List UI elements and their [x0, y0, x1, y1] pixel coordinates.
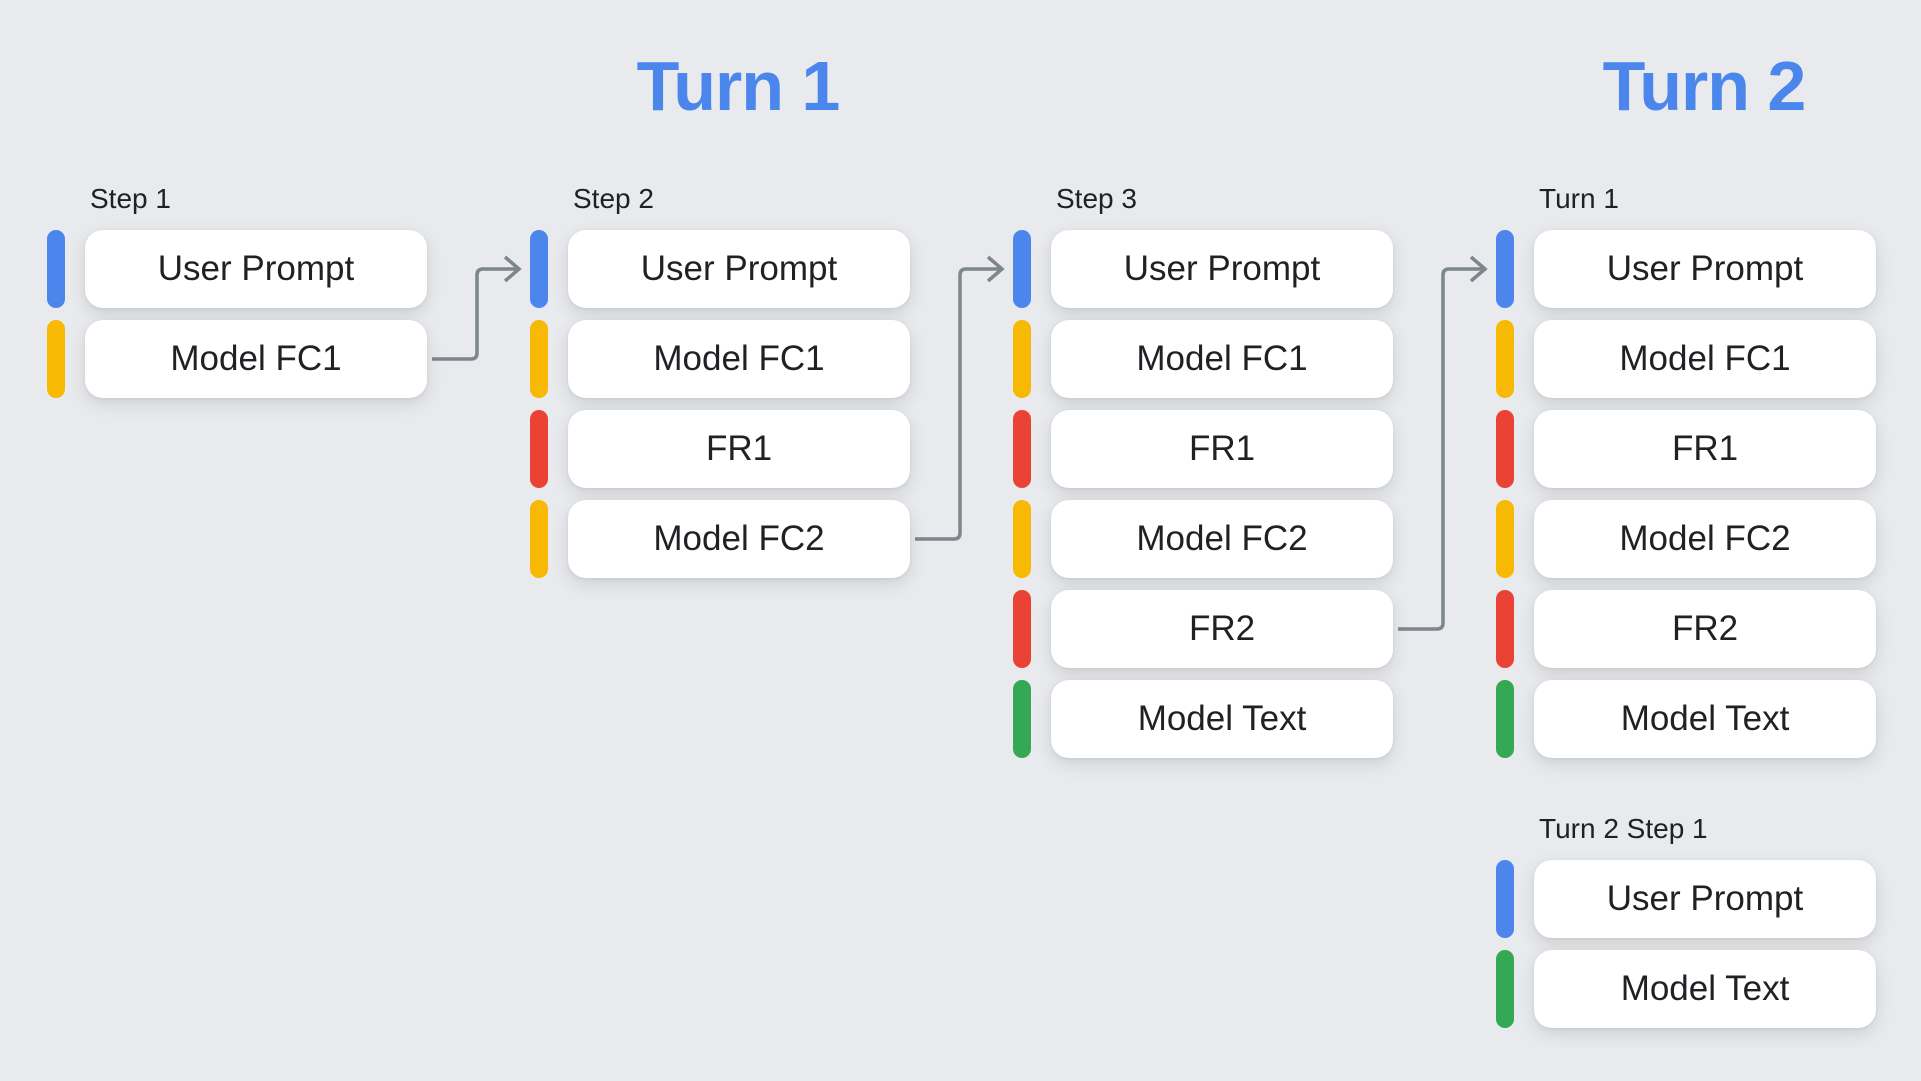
message-box-label: FR2 — [1671, 609, 1739, 648]
message-box: FR1 — [568, 410, 910, 488]
yellow-role-color-bar — [530, 500, 548, 578]
message-row: Model FC1 — [47, 320, 437, 398]
message-box: Model FC1 — [1534, 320, 1876, 398]
red-role-color-bar — [1496, 410, 1514, 488]
blue-role-color-bar — [530, 230, 548, 308]
message-box: Model Text — [1051, 680, 1393, 758]
message-row: User Prompt — [1013, 230, 1403, 308]
column-label: Step 2 — [573, 183, 654, 214]
yellow-role-color-bar — [47, 320, 65, 398]
flow-arrow — [915, 255, 1005, 541]
message-row: Model FC1 — [1496, 320, 1886, 398]
message-row: Model Text — [1013, 680, 1403, 758]
red-role-color-bar — [530, 410, 548, 488]
flow-arrow — [432, 255, 522, 361]
message-box: Model Text — [1534, 950, 1876, 1028]
column-label: Step 3 — [1056, 183, 1137, 214]
message-row: Model Text — [1496, 950, 1886, 1028]
message-box: User Prompt — [1051, 230, 1393, 308]
message-box-label: User Prompt — [1606, 249, 1804, 288]
column-label: Turn 1 — [1539, 183, 1619, 214]
message-row: User Prompt — [1496, 230, 1886, 308]
message-row: User Prompt — [1496, 860, 1886, 938]
message-box-label: Model Text — [1620, 969, 1790, 1008]
red-role-color-bar — [1013, 410, 1031, 488]
message-box-label: Model FC2 — [653, 519, 825, 558]
blue-role-color-bar — [47, 230, 65, 308]
message-row: Model FC2 — [530, 500, 920, 578]
yellow-role-color-bar — [1013, 500, 1031, 578]
message-row: Model Text — [1496, 680, 1886, 758]
message-box-label: Model Text — [1137, 699, 1307, 738]
message-row: Model FC2 — [1013, 500, 1403, 578]
message-box: FR2 — [1051, 590, 1393, 668]
message-box: Model FC1 — [1051, 320, 1393, 398]
message-box-label: FR1 — [1671, 429, 1739, 468]
message-row: FR2 — [1013, 590, 1403, 668]
message-box-label: Model FC1 — [653, 339, 825, 378]
message-row: FR1 — [1013, 410, 1403, 488]
green-role-color-bar — [1496, 680, 1514, 758]
message-box: User Prompt — [1534, 230, 1876, 308]
message-row: Model FC2 — [1496, 500, 1886, 578]
flow-arrow — [1398, 255, 1488, 631]
message-box: Model FC1 — [568, 320, 910, 398]
green-role-color-bar — [1013, 680, 1031, 758]
message-box-label: FR1 — [705, 429, 773, 468]
message-row: User Prompt — [530, 230, 920, 308]
yellow-role-color-bar — [530, 320, 548, 398]
green-role-color-bar — [1496, 950, 1514, 1028]
red-role-color-bar — [1013, 590, 1031, 668]
message-row: FR2 — [1496, 590, 1886, 668]
message-row: Model FC1 — [530, 320, 920, 398]
message-box-label: User Prompt — [1606, 879, 1804, 918]
message-box-label: Model FC1 — [1619, 339, 1791, 378]
message-box-label: User Prompt — [640, 249, 838, 288]
message-row: User Prompt — [47, 230, 437, 308]
message-box: User Prompt — [85, 230, 427, 308]
yellow-role-color-bar — [1496, 500, 1514, 578]
message-box-label: User Prompt — [157, 249, 355, 288]
message-box: User Prompt — [568, 230, 910, 308]
column-label: Step 1 — [90, 183, 171, 214]
message-box-label: Model FC1 — [1136, 339, 1308, 378]
message-box-label: FR2 — [1188, 609, 1256, 648]
blue-role-color-bar — [1496, 230, 1514, 308]
message-box-label: Model FC1 — [170, 339, 342, 378]
red-role-color-bar — [1496, 590, 1514, 668]
message-box: Model FC2 — [1051, 500, 1393, 578]
message-box: FR1 — [1051, 410, 1393, 488]
message-box-label: Model Text — [1620, 699, 1790, 738]
message-box-label: FR1 — [1188, 429, 1256, 468]
blue-role-color-bar — [1496, 860, 1514, 938]
message-box: Model FC2 — [568, 500, 910, 578]
message-row: Model FC1 — [1013, 320, 1403, 398]
message-box: User Prompt — [1534, 860, 1876, 938]
yellow-role-color-bar — [1496, 320, 1514, 398]
message-box: Model Text — [1534, 680, 1876, 758]
turn-1-title: Turn 1 — [636, 47, 841, 125]
message-box-label: Model FC2 — [1619, 519, 1791, 558]
message-box: FR2 — [1534, 590, 1876, 668]
column-label: Turn 2 Step 1 — [1539, 813, 1708, 844]
yellow-role-color-bar — [1013, 320, 1031, 398]
turn-2-title: Turn 2 — [1602, 47, 1807, 125]
message-box: Model FC1 — [85, 320, 427, 398]
message-row: FR1 — [530, 410, 920, 488]
blue-role-color-bar — [1013, 230, 1031, 308]
message-box: FR1 — [1534, 410, 1876, 488]
message-box-label: User Prompt — [1123, 249, 1321, 288]
message-box-label: Model FC2 — [1136, 519, 1308, 558]
message-row: FR1 — [1496, 410, 1886, 488]
message-box: Model FC2 — [1534, 500, 1876, 578]
